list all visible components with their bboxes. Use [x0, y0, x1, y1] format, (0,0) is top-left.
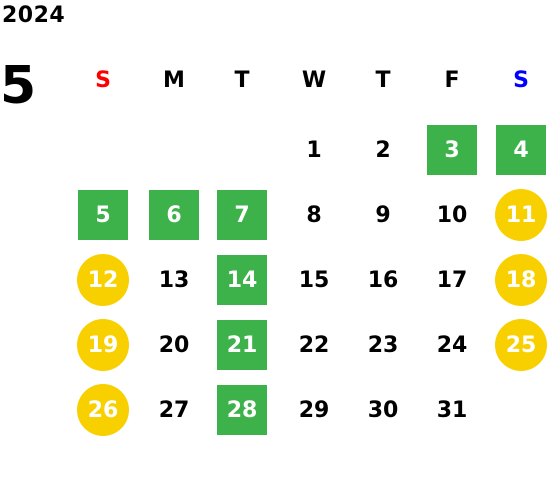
day-cell[interactable]: 16 [367, 267, 399, 293]
day-cell[interactable]: 19 [77, 319, 129, 371]
day-cell[interactable]: 1 [306, 137, 322, 163]
day-cell[interactable]: 18 [495, 254, 547, 306]
day-cell[interactable]: 7 [217, 190, 267, 240]
day-cell[interactable]: 29 [298, 397, 330, 423]
day-cell[interactable]: 27 [158, 397, 190, 423]
day-cell[interactable]: 17 [436, 267, 468, 293]
day-cell[interactable]: 21 [217, 320, 267, 370]
weekday-header: W [301, 67, 327, 93]
day-cell[interactable]: 30 [367, 397, 399, 423]
weekday-header: S [95, 67, 111, 93]
day-cell[interactable]: 22 [298, 332, 330, 358]
day-cell[interactable]: 28 [217, 385, 267, 435]
day-cell[interactable]: 15 [298, 267, 330, 293]
day-cell[interactable]: 11 [495, 189, 547, 241]
day-cell[interactable]: 6 [149, 190, 199, 240]
day-cell[interactable]: 8 [306, 202, 322, 228]
day-cell[interactable]: 24 [436, 332, 468, 358]
day-cell[interactable]: 23 [367, 332, 399, 358]
day-cell[interactable]: 26 [77, 384, 129, 436]
year-label: 2024 [2, 3, 66, 28]
weekday-header: F [444, 67, 460, 93]
day-cell[interactable]: 5 [78, 190, 128, 240]
day-cell[interactable]: 9 [375, 202, 391, 228]
weekday-header: T [234, 67, 250, 93]
weekday-header: M [163, 67, 185, 93]
day-cell[interactable]: 13 [158, 267, 190, 293]
weekday-header: T [375, 67, 391, 93]
day-cell[interactable]: 31 [436, 397, 468, 423]
day-cell[interactable]: 2 [375, 137, 391, 163]
day-cell[interactable]: 10 [436, 202, 468, 228]
day-cell[interactable]: 20 [158, 332, 190, 358]
day-cell[interactable]: 12 [77, 254, 129, 306]
weekday-header: S [513, 67, 529, 93]
month-label: 5 [0, 56, 37, 116]
day-cell[interactable]: 14 [217, 255, 267, 305]
day-cell[interactable]: 4 [496, 125, 546, 175]
day-cell[interactable]: 3 [427, 125, 477, 175]
day-cell[interactable]: 25 [495, 319, 547, 371]
